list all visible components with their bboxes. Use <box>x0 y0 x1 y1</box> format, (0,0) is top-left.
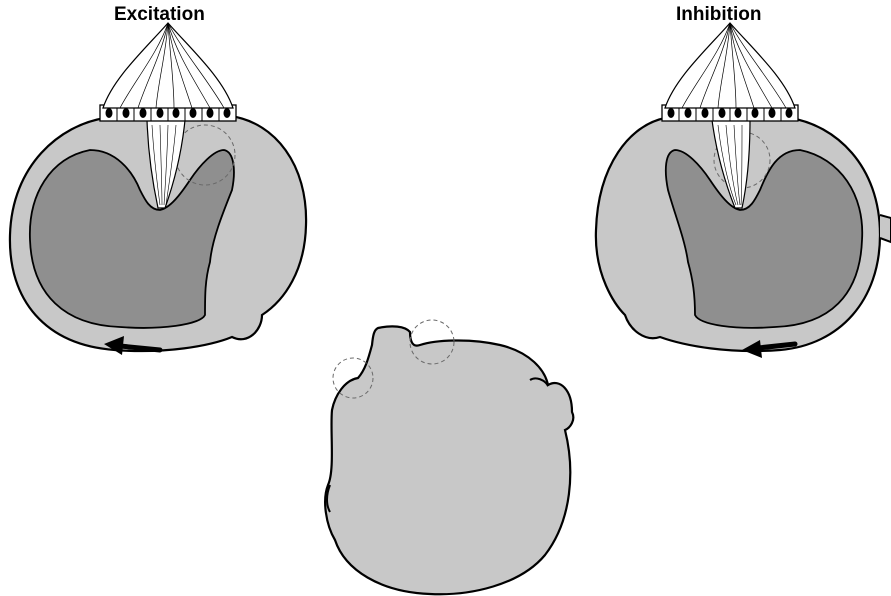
left-endolymph <box>30 150 234 328</box>
head-top-view <box>325 320 573 594</box>
left-cupula <box>103 23 233 108</box>
right-cupula <box>665 23 795 108</box>
inhibition-panel <box>596 23 891 358</box>
excitation-panel <box>10 23 306 355</box>
head-outline <box>325 326 573 594</box>
